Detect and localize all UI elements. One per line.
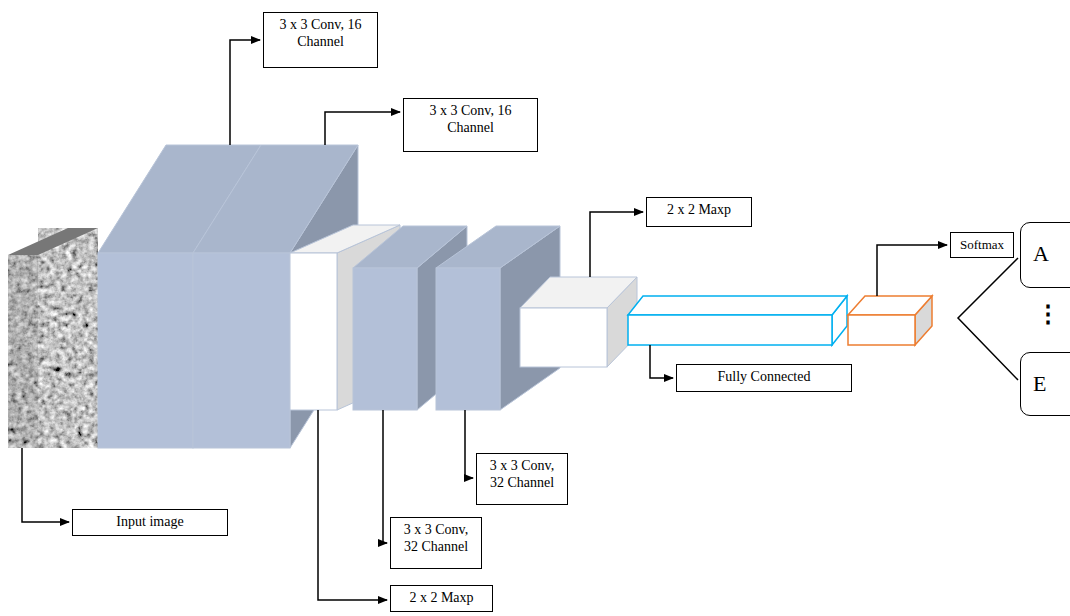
softmax-block [848,296,932,345]
maxpool-block [520,277,637,367]
input-slab [8,228,98,448]
node-text: E [1033,371,1070,397]
output-fork [958,258,1018,380]
layer-callout: 3 x 3 Conv, 32 Channel [390,517,482,569]
node-text: 3 x 3 Conv, 32 Channel [397,521,475,555]
conv-block [193,145,358,448]
node-text: 3 x 3 Conv, 16 Channel [410,102,531,136]
node-text: 2 x 2 Maxp [397,589,486,606]
node-text: 3 x 3 Conv, 16 Channel [270,16,371,50]
ellipsis-label: ⋮ [1036,300,1060,328]
layer-callout: Input image [72,509,228,536]
layer-callout: 3 x 3 Conv, 16 Channel [263,12,378,68]
node-text: A [1033,241,1070,267]
class-box: A [1020,222,1070,288]
node-text: Fully Connected [683,368,845,385]
layer-callout: Fully Connected [676,364,852,392]
leader-lines [22,40,947,600]
node-text: 2 x 2 Maxp [653,201,745,218]
node-text: Softmax [955,236,1009,253]
layer-callout: 2 x 2 Maxp [646,197,752,227]
fc-block [628,296,847,345]
layer-callout: 3 x 3 Conv, 32 Channel [476,453,568,505]
layer-callout: 3 x 3 Conv, 16 Channel [403,98,538,152]
layer-callout: Softmax [950,232,1014,258]
layer-callout: 2 x 2 Maxp [390,585,493,612]
node-text: Input image [79,513,221,530]
node-text: 3 x 3 Conv, 32 Channel [483,457,561,491]
class-box: E [1020,352,1070,416]
